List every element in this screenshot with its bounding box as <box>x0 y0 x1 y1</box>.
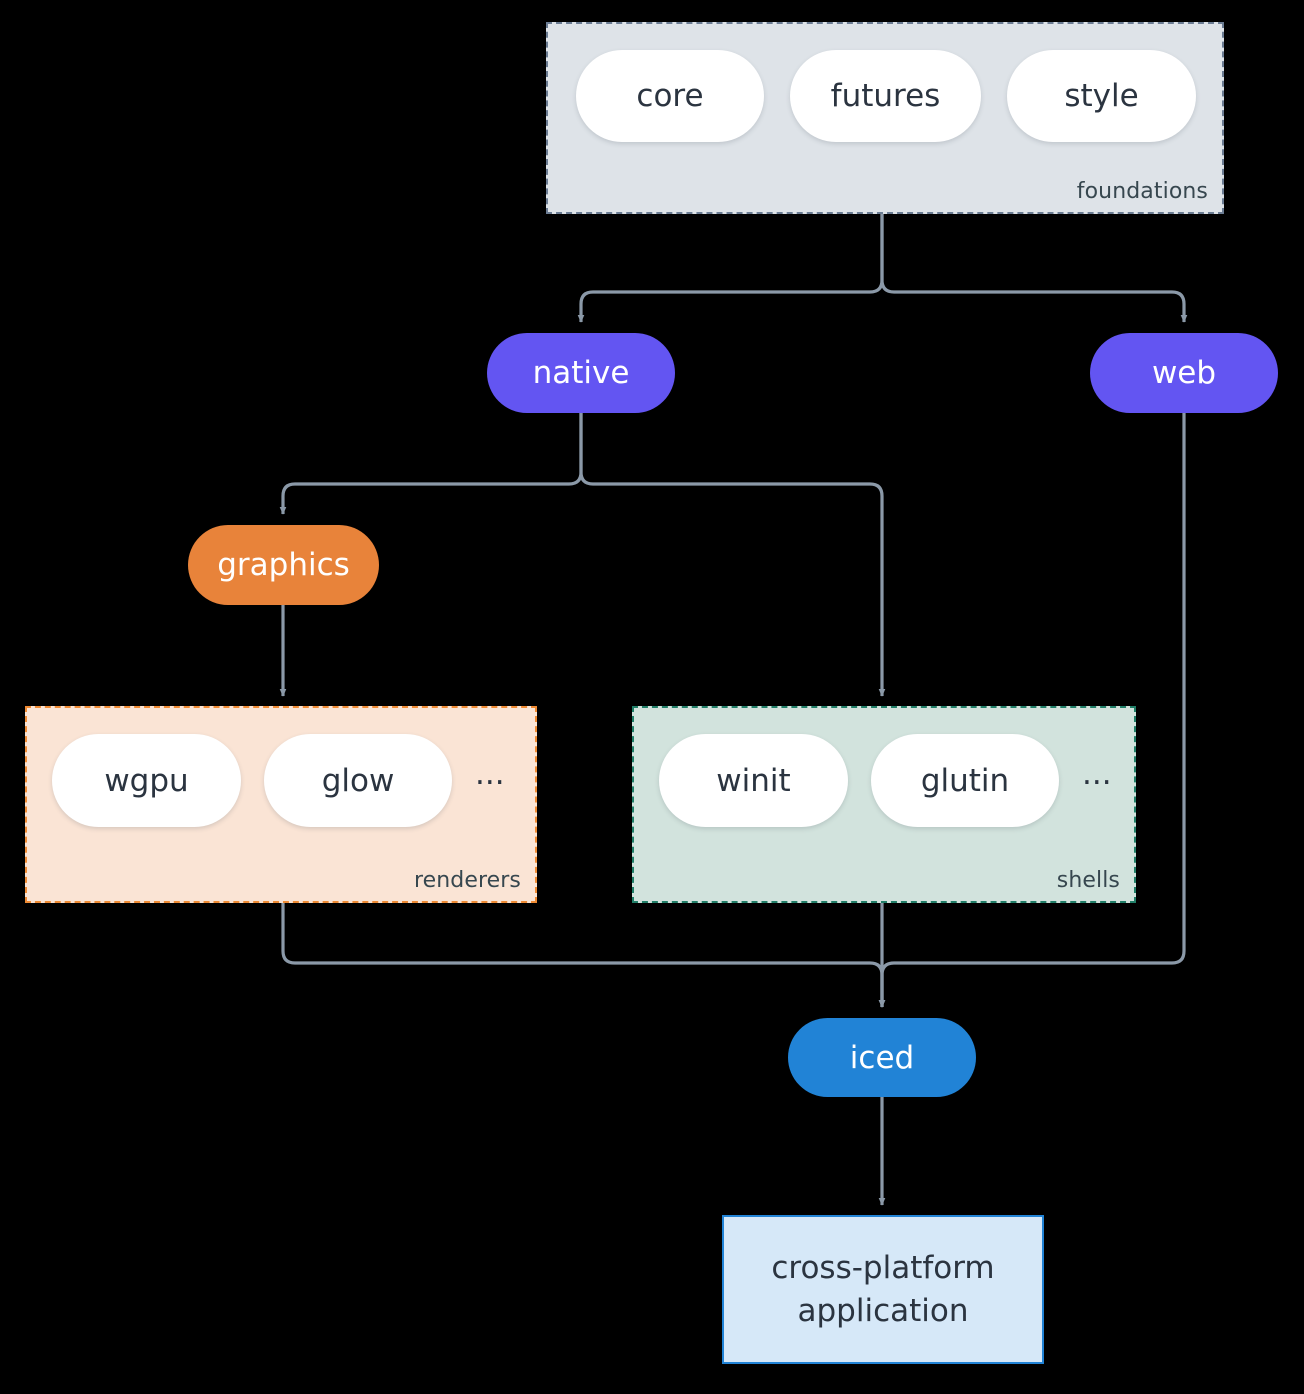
node-native-label: native <box>532 355 630 391</box>
node-graphics-label: graphics <box>217 547 350 583</box>
pill-style[interactable]: style <box>1007 50 1196 142</box>
node-iced[interactable]: iced <box>788 1018 976 1097</box>
edge-renderers-iced <box>281 903 886 1008</box>
pill-glutin[interactable]: glutin <box>871 734 1059 827</box>
pill-winit-label: winit <box>716 762 791 799</box>
group-shells-label: shells <box>1056 868 1120 893</box>
group-renderers-label: renderers <box>413 868 521 893</box>
node-app-line2: application <box>797 1292 969 1329</box>
group-shells: winit glutin ... shells <box>632 706 1136 903</box>
pill-wgpu[interactable]: wgpu <box>52 734 241 827</box>
pill-wgpu-label: wgpu <box>104 762 189 799</box>
pill-futures[interactable]: futures <box>790 50 981 142</box>
node-graphics[interactable]: graphics <box>188 525 379 605</box>
pill-glow[interactable]: glow <box>264 734 452 827</box>
pill-glow-label: glow <box>321 762 395 799</box>
renderers-ellipsis: ... <box>475 756 505 792</box>
pill-core-label: core <box>636 78 704 114</box>
shells-ellipsis: ... <box>1082 756 1112 792</box>
edge-foundations-native <box>577 214 884 323</box>
group-foundations-label: foundations <box>1076 179 1208 204</box>
pill-glutin-label: glutin <box>920 762 1010 799</box>
edge-native-shells <box>579 413 886 697</box>
group-foundations: core futures style foundations <box>546 22 1224 214</box>
node-iced-label: iced <box>849 1039 915 1076</box>
node-native[interactable]: native <box>487 333 675 413</box>
group-renderers: wgpu glow ... renderers <box>25 706 537 903</box>
node-app-line1: cross-platform <box>771 1250 995 1287</box>
pill-core[interactable]: core <box>576 50 764 142</box>
edge-foundations-web <box>880 214 1188 323</box>
pill-winit[interactable]: winit <box>659 734 848 827</box>
pill-style-label: style <box>1064 78 1139 114</box>
node-cross-platform-application[interactable]: cross-platform application <box>722 1215 1044 1364</box>
edge-native-graphics <box>279 413 583 515</box>
pill-futures-label: futures <box>830 78 941 114</box>
node-web-label: web <box>1151 355 1217 391</box>
node-web[interactable]: web <box>1090 333 1278 413</box>
